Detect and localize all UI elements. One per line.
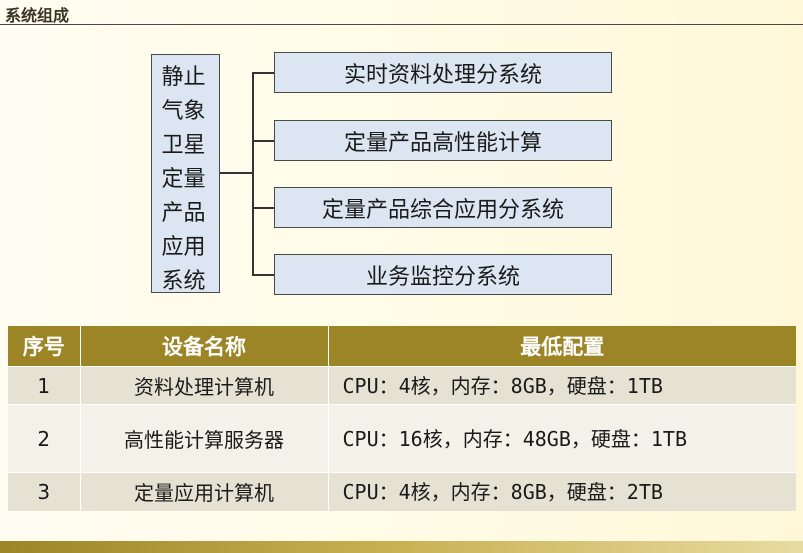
main-system-label: 静止气象卫星定量产品应用系统 (161, 65, 206, 294)
row-config: CPU：16核，内存：48GB，硬盘：1TB (328, 404, 796, 473)
table-row: 2 高性能计算服务器 CPU：16核，内存：48GB，硬盘：1TB (8, 404, 796, 473)
column-header-index: 序号 (8, 326, 81, 367)
subsystem-box-3: 定量产品综合应用分系统 (274, 187, 612, 228)
footer-band (0, 541, 803, 553)
connector-branch-1 (252, 72, 274, 74)
subsystem-label: 实时资料处理分系统 (343, 62, 542, 88)
subsystem-box-4: 业务监控分系统 (274, 254, 612, 295)
row-index: 3 (8, 472, 81, 511)
connector-branch-2 (252, 140, 274, 142)
hardware-spec-table: 序号 设备名称 最低配置 1 资料处理计算机 CPU：4核，内存：8GB，硬盘：… (8, 326, 796, 511)
main-system-box: 静止气象卫星定量产品应用系统 (151, 54, 220, 294)
subsystem-box-2: 定量产品高性能计算 (274, 120, 612, 161)
connector-branch-3 (252, 207, 274, 209)
row-device-name: 高性能计算服务器 (80, 404, 329, 473)
connector-root (220, 172, 253, 174)
page-title: 系统组成 (5, 6, 70, 25)
subsystem-label: 定量产品高性能计算 (343, 130, 542, 156)
row-config: CPU：4核，内存：8GB，硬盘：1TB (328, 366, 796, 405)
row-device-name: 资料处理计算机 (80, 366, 329, 405)
subsystem-box-1: 实时资料处理分系统 (274, 52, 612, 93)
row-device-name: 定量应用计算机 (80, 472, 329, 511)
row-index: 1 (8, 366, 81, 405)
subsystem-label: 业务监控分系统 (365, 264, 520, 290)
row-index: 2 (8, 404, 81, 473)
table-row: 3 定量应用计算机 CPU：4核，内存：8GB，硬盘：2TB (8, 472, 796, 511)
column-header-config: 最低配置 (328, 326, 796, 367)
connector-trunk (252, 72, 254, 276)
subsystem-label: 定量产品综合应用分系统 (321, 197, 564, 223)
table-row: 1 资料处理计算机 CPU：4核，内存：8GB，硬盘：1TB (8, 366, 796, 405)
title-divider (0, 24, 803, 25)
connector-branch-4 (252, 274, 274, 276)
table-header-row: 序号 设备名称 最低配置 (8, 326, 796, 367)
column-header-name: 设备名称 (80, 326, 329, 367)
row-config: CPU：4核，内存：8GB，硬盘：2TB (328, 472, 796, 511)
